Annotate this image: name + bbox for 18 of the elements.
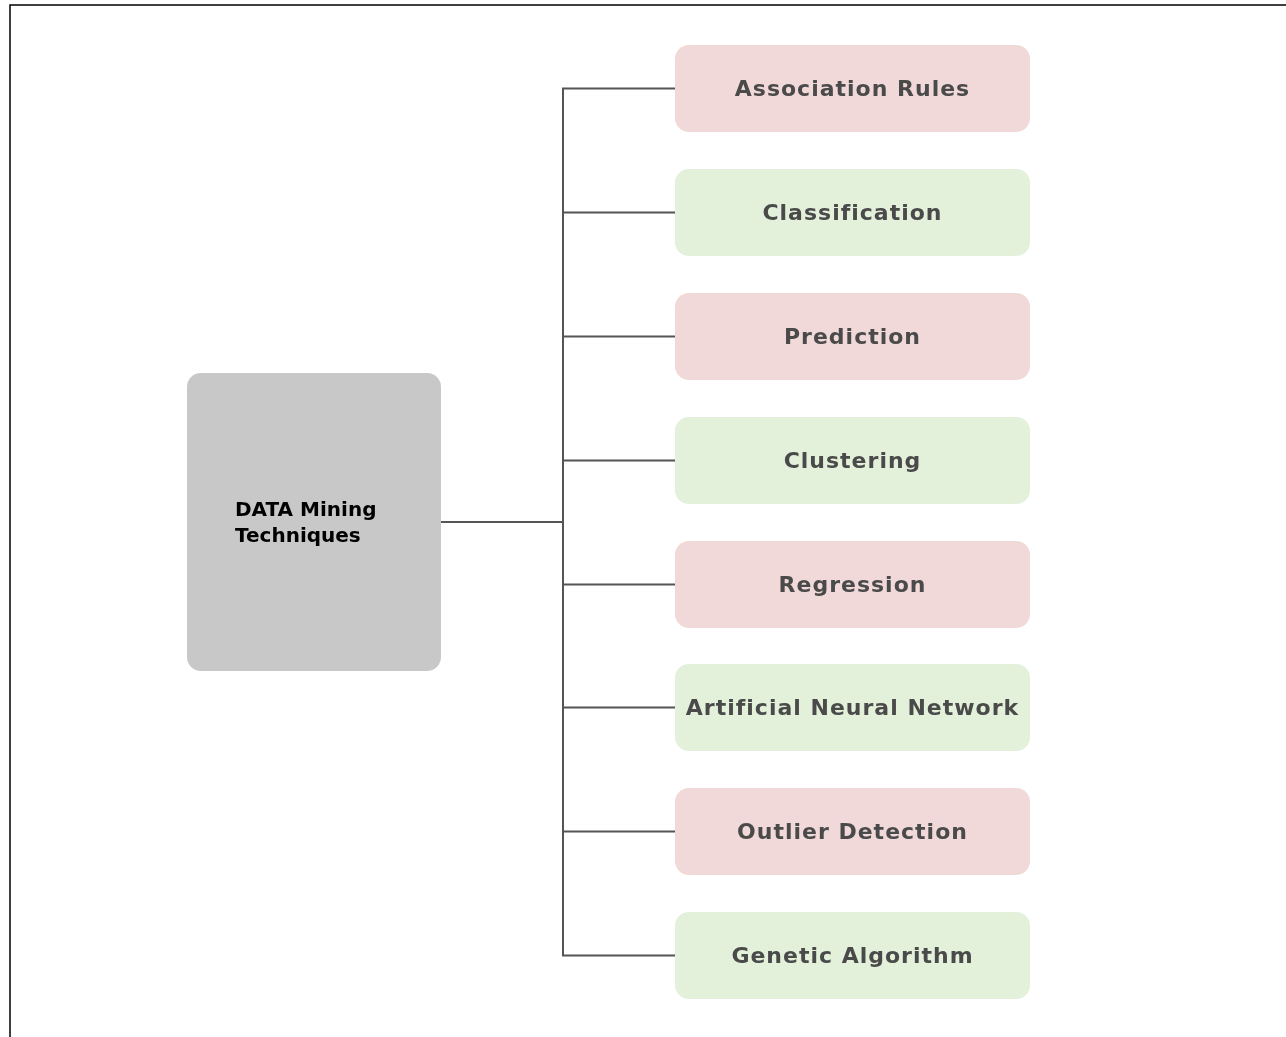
- node-label: Association Rules: [734, 76, 971, 101]
- technique-box: [675, 912, 1030, 999]
- root-box: [187, 373, 441, 671]
- node-label: Genetic Algorithm: [731, 943, 974, 968]
- node-label: Classification: [762, 200, 943, 225]
- node-label: Clustering: [783, 448, 922, 473]
- technique-box: [675, 169, 1030, 256]
- technique-box: [675, 788, 1030, 875]
- technique-box: [675, 293, 1030, 380]
- technique-box: [675, 664, 1030, 751]
- node-label: DATA Mining Techniques: [235, 496, 378, 548]
- node-label: Outlier Detection: [737, 819, 968, 844]
- technique-box: [675, 541, 1030, 628]
- node-label: Prediction: [783, 324, 922, 349]
- technique-box: [675, 417, 1030, 504]
- node-label: Artificial Neural Network: [685, 695, 1020, 720]
- technique-box: [675, 45, 1030, 132]
- node-label: Regression: [778, 572, 927, 597]
